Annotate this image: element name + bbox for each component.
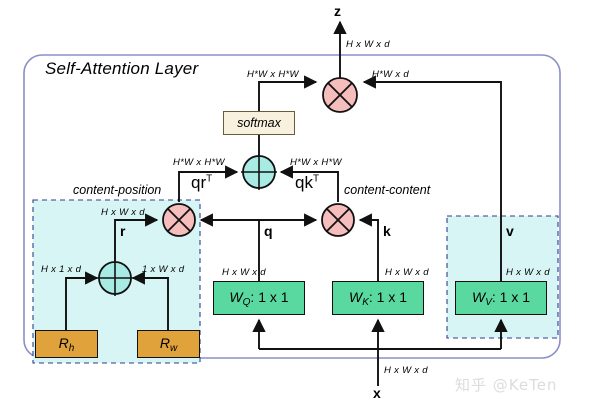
output-symbol-z: z bbox=[334, 3, 341, 19]
weight-box-key: WK: 1 x 1 bbox=[332, 281, 424, 315]
edge-qr-to-add bbox=[178, 165, 239, 202]
signal-label-v: v bbox=[506, 223, 514, 239]
caption-content-content: content-content bbox=[344, 183, 431, 197]
edge-v-to-mul bbox=[362, 75, 502, 281]
self-attention-layer-border bbox=[23, 54, 561, 359]
edge-k-to-qk bbox=[358, 213, 379, 281]
weight-box-value: WV: 1 x 1 bbox=[455, 281, 547, 315]
edge-r-to-qr bbox=[114, 213, 159, 261]
multiply-node-qr bbox=[162, 203, 196, 237]
embedding-box-rh-label: Rh bbox=[58, 334, 75, 354]
page-title: Self-Attention Layer bbox=[45, 59, 199, 78]
edge-rw-to-add bbox=[131, 271, 169, 330]
add-node-attention bbox=[241, 154, 277, 190]
weight-box-value-label: WV: 1 x 1 bbox=[471, 288, 531, 308]
weight-box-key-label: WK: 1 x 1 bbox=[348, 288, 408, 308]
embedding-box-rh: Rh bbox=[35, 330, 98, 358]
shape-label-qk: H*W x H*W bbox=[290, 157, 342, 168]
value-region bbox=[446, 215, 559, 339]
shape-label-rh: H x 1 x d bbox=[41, 264, 82, 275]
edge-rh-to-add bbox=[65, 271, 99, 330]
shape-label-v: H x W x d bbox=[506, 267, 550, 278]
shape-label-attn-to-mul: H*W x H*W bbox=[247, 69, 299, 80]
weight-box-query-label: WQ: 1 x 1 bbox=[229, 288, 289, 308]
shape-label-x-in: H x W x d bbox=[384, 365, 428, 376]
caption-content-position: content-position bbox=[73, 183, 162, 197]
input-symbol-x: x bbox=[373, 385, 381, 401]
edge-softmax-to-mul bbox=[258, 75, 318, 111]
signal-label-q: q bbox=[264, 223, 273, 239]
shape-label-rw: 1 x W x d bbox=[142, 264, 185, 275]
multiply-node-output bbox=[322, 77, 358, 113]
add-node-relative-position bbox=[97, 260, 133, 296]
embedding-box-rw: Rw bbox=[137, 330, 200, 358]
signal-label-qkT: qkT bbox=[295, 173, 320, 192]
shape-label-qr: H*W x H*W bbox=[173, 157, 225, 168]
shape-label-r: H x W x d bbox=[101, 207, 145, 218]
softmax-node: softmax bbox=[223, 111, 295, 135]
shape-label-z-out: H x W x d bbox=[346, 39, 390, 50]
weight-box-query: WQ: 1 x 1 bbox=[213, 281, 305, 315]
signal-label-qrT: qrT bbox=[191, 173, 213, 192]
shape-label-k: H x W x d bbox=[385, 267, 429, 278]
multiply-node-qk bbox=[321, 203, 355, 237]
signal-label-r: r bbox=[120, 223, 126, 239]
signal-label-k: k bbox=[383, 223, 391, 239]
watermark: 知乎 @KeTen bbox=[455, 376, 558, 394]
shape-label-v-to-mul: H*W x d bbox=[372, 69, 409, 80]
edge-qk-to-add bbox=[279, 165, 339, 202]
shape-label-q: H x W x d bbox=[222, 267, 266, 278]
embedding-box-rw-label: Rw bbox=[159, 334, 178, 354]
